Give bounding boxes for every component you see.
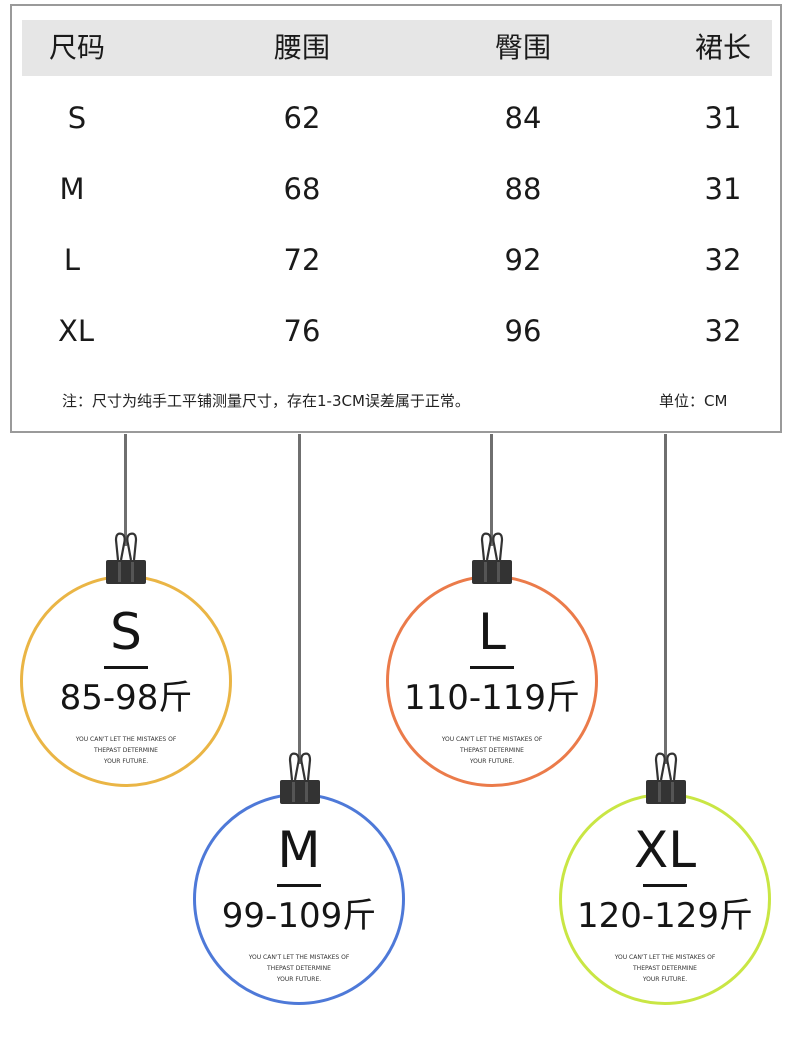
tag-quote: YOU CAN'T LET THE MISTAKES OF THEPAST DE… (614, 954, 716, 983)
table-row-m-size: M (59, 172, 85, 206)
table-row-s-size: S (67, 101, 87, 135)
measurement-note: 注：尺寸为纯手工平铺测量尺寸，存在1-3CM误差属于正常。 (62, 392, 470, 410)
header-waist: 腰围 (273, 31, 330, 64)
tag-underline (643, 884, 687, 887)
binder-clip-icon (646, 752, 686, 804)
table-header-band (22, 20, 772, 76)
tag-underline (104, 666, 148, 669)
tag-weight-range: 85-98斤 (59, 678, 193, 718)
tag-size-letter: S (110, 603, 142, 661)
header-hip: 臀围 (494, 31, 551, 64)
hang-string-s (124, 434, 127, 546)
table-row-l-size: L (63, 243, 81, 277)
table-row-l-length: 32 (704, 243, 742, 277)
tag-quote: YOU CAN'T LET THE MISTAKES OF THEPAST DE… (248, 954, 350, 983)
table-row-xl-size: XL (57, 314, 95, 348)
table-row-xl-length: 32 (704, 314, 742, 348)
table-row-m-hip: 88 (504, 172, 542, 206)
tag-size-letter: L (478, 603, 506, 661)
table-row-xl-hip: 96 (504, 314, 542, 348)
table-row-m-waist: 68 (283, 172, 321, 206)
table-row-xl-waist: 76 (283, 314, 321, 348)
header-size: 尺码 (48, 31, 105, 64)
table-row-s-waist: 62 (283, 101, 321, 135)
tag-underline (277, 884, 321, 887)
tag-underline (470, 666, 514, 669)
tag-weight-range: 120-129斤 (576, 896, 754, 936)
table-row-l-waist: 72 (283, 243, 321, 277)
header-skirt-length: 裙长 (694, 31, 751, 64)
unit-label: 单位：CM (659, 392, 728, 410)
tag-weight-range: 99-109斤 (221, 896, 377, 936)
binder-clip-icon (280, 752, 320, 804)
size-tag-s: S 85-98斤 YOU CAN'T LET THE MISTAKES OF T… (20, 575, 232, 787)
size-tag-xl: XL 120-129斤 YOU CAN'T LET THE MISTAKES O… (559, 793, 771, 1005)
binder-clip-icon (472, 532, 512, 584)
size-table: 尺码 腰围 臀围 裙长 S 62 84 31 M 68 88 31 L 72 9… (10, 4, 782, 433)
size-tag-m: M 99-109斤 YOU CAN'T LET THE MISTAKES OF … (193, 793, 405, 1005)
table-row-m-length: 31 (704, 172, 742, 206)
tag-size-letter: XL (633, 821, 697, 879)
hang-string-m (298, 434, 301, 764)
tag-size-letter: M (277, 821, 321, 879)
table-row-s-hip: 84 (504, 101, 542, 135)
table-row-l-hip: 92 (504, 243, 542, 277)
size-tag-l: L 110-119斤 YOU CAN'T LET THE MISTAKES OF… (386, 575, 598, 787)
binder-clip-icon (106, 532, 146, 584)
hang-string-l (490, 434, 493, 546)
table-row-s-length: 31 (704, 101, 742, 135)
tag-quote: YOU CAN'T LET THE MISTAKES OF THEPAST DE… (441, 736, 543, 765)
tag-quote: YOU CAN'T LET THE MISTAKES OF THEPAST DE… (75, 736, 177, 765)
hang-string-xl (664, 434, 667, 764)
tag-weight-range: 110-119斤 (403, 678, 581, 718)
